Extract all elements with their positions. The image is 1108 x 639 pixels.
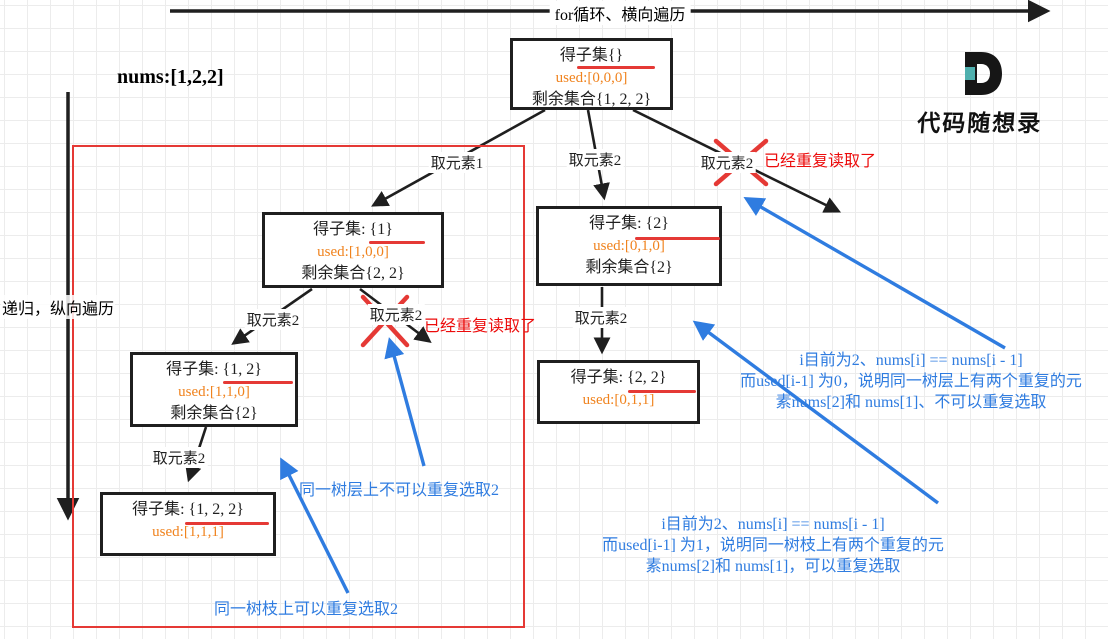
node-title: 得子集: {1, 2, 2}	[132, 501, 244, 518]
tree-node-1-2: 得子集: {1, 2} used:[1,1,0] 剩余集合{2}	[130, 352, 298, 427]
blue-explain-branch-line1: i目前为2、nums[i] == nums[i - 1]	[661, 516, 885, 533]
brand-d-logo-icon	[965, 52, 1002, 95]
red-underline	[223, 381, 293, 384]
for-loop-label: for循环、横向遍历	[549, 1, 691, 25]
tree-node-1-2-2: 得子集: {1, 2, 2} used:[1,1,1]	[100, 492, 276, 556]
blue-note-branch: 同一树枝上可以重复选取2	[214, 601, 399, 618]
edge-label-take2-right: 取元素2	[698, 152, 756, 173]
edge-label-take2-mid: 取元素2	[566, 149, 624, 170]
node-remaining: 剩余集合{2}	[170, 405, 258, 422]
node-remaining: 剩余集合{2, 2}	[301, 265, 405, 282]
red-underline	[185, 522, 269, 525]
red-underline	[369, 241, 425, 244]
edge-label-take2-n1-left: 取元素2	[244, 309, 302, 330]
node-used: used:[1,1,0]	[178, 384, 250, 400]
node-remaining: 剩余集合{1, 2, 2}	[531, 91, 652, 108]
tree-node-1: 得子集: {1} used:[1,0,0] 剩余集合{2, 2}	[262, 212, 444, 288]
brand-name: 代码随想录	[916, 111, 1044, 136]
blue-arrow-to-top-x	[743, 196, 1006, 350]
node-remaining: 剩余集合{2}	[585, 259, 673, 276]
edge-label-take1: 取元素1	[428, 152, 486, 173]
edge-label-take2-n2: 取元素2	[572, 307, 630, 328]
node-used: used:[1,1,1]	[152, 524, 224, 540]
blue-note-layer: 同一树层上不可以重复选取2	[299, 482, 500, 499]
node-title: 得子集: {1}	[313, 221, 393, 238]
blue-arrow-to-take2-mid	[692, 320, 940, 505]
red-note-duplicate-top: 已经重复读取了	[764, 153, 877, 170]
red-underline	[577, 66, 655, 69]
node-used: used:[0,1,1]	[582, 392, 655, 408]
node-title: 得子集: {2}	[589, 215, 669, 232]
edge-label-take2-n1-right: 取元素2	[367, 304, 425, 325]
blue-arrows	[280, 196, 1006, 594]
edge-label-take2-n12: 取元素2	[150, 447, 208, 468]
blue-explain-branch-line2: 而used[i-1] 为1，说明同一树枝上有两个重复的元	[602, 537, 944, 554]
recursion-label: 递归，纵向遍历	[1, 295, 116, 319]
red-boundary-box	[72, 145, 525, 628]
node-used: used:[1,0,0]	[317, 244, 389, 260]
blue-explain-layer-line1: i目前为2、nums[i] == nums[i - 1]	[799, 352, 1023, 369]
node-title: 得子集{}	[559, 47, 624, 64]
blue-explain-layer-line2: 而used[i-1] 为0，说明同一树层上有两个重复的元	[740, 373, 1082, 390]
brand: 代码随想录	[895, 50, 1065, 138]
red-underline	[628, 390, 696, 393]
tree-node-root: 得子集{} used:[0,0,0] 剩余集合{1, 2, 2}	[510, 38, 673, 110]
blue-explain-layer: i目前为2、nums[i] == nums[i - 1] 而used[i-1] …	[728, 350, 1094, 413]
red-note-duplicate-left: 已经重复读取了	[424, 318, 537, 335]
node-title: 得子集: {2, 2}	[570, 369, 667, 386]
nums-array-label: nums:[1,2,2]	[117, 66, 224, 88]
logo-teal-accent	[965, 67, 975, 80]
blue-explain-layer-line3: 素nums[2]和 nums[1]、不可以重复选取	[775, 394, 1047, 411]
tree-node-2-2: 得子集: {2, 2} used:[0,1,1]	[537, 360, 700, 424]
blue-explain-branch-line3: 素nums[2]和 nums[1]，可以重复选取	[645, 558, 901, 575]
red-underline	[635, 237, 720, 240]
node-used: used:[0,1,0]	[593, 238, 665, 254]
blue-arrow-to-left-x	[384, 337, 426, 467]
node-used: used:[0,0,0]	[555, 70, 628, 86]
tree-node-2: 得子集: {2} used:[0,1,0] 剩余集合{2}	[536, 206, 722, 286]
blue-arrow-to-branch-take2	[280, 457, 350, 594]
node-title: 得子集: {1, 2}	[166, 361, 262, 378]
blue-explain-branch: i目前为2、nums[i] == nums[i - 1] 而used[i-1] …	[586, 514, 960, 577]
